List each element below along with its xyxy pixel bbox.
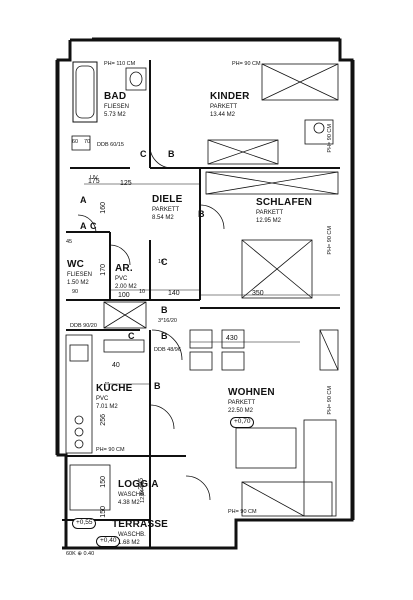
note-ddb-48-96: DDB 48/96	[154, 347, 181, 353]
door-marker-b4: B	[161, 331, 168, 341]
door-marker-a2: A	[80, 221, 87, 231]
bath-fixture	[71, 135, 91, 151]
outer-walls	[56, 38, 354, 550]
door-marker-a1: A	[80, 195, 87, 205]
room-name-bad: BAD	[104, 91, 127, 102]
room-area-bad: 5.73 M2	[104, 112, 126, 118]
dim-140: 140	[168, 290, 180, 297]
door-marker-c2: C	[161, 257, 168, 267]
wohnen-furniture	[189, 329, 339, 517]
dimension-lines	[84, 183, 340, 385]
dim-150a: 150	[100, 476, 107, 488]
note-fenster-60: 60	[72, 139, 79, 145]
note-ph-90-kinder: PH= 90 CM	[232, 61, 261, 67]
dim-350: 350	[252, 290, 264, 297]
room-area-diele: 8.54 M2	[152, 215, 174, 221]
dim-160: 160	[100, 202, 107, 214]
room-name-ar: AR.	[115, 263, 133, 274]
room-floor-kueche: PVC	[96, 396, 109, 402]
wall-hatching	[55, 37, 355, 520]
room-floor-wohnen: PARKETT	[228, 400, 256, 406]
dim-175: 175	[88, 178, 100, 185]
door-marker-b1: B	[168, 149, 175, 159]
room-floor-loggia: WASCHB.	[118, 492, 146, 498]
room-area-wc: 1.50 M2	[67, 280, 89, 286]
room-floor-kinder: PARKETT	[210, 104, 238, 110]
room-name-kueche: KÜCHE	[96, 383, 133, 394]
loggia-box	[69, 464, 111, 511]
door-marker-c4: C	[128, 331, 135, 341]
dim-205: 205	[138, 478, 145, 490]
door-marker-b5: B	[154, 381, 161, 391]
door-marker-b2: B	[198, 209, 205, 219]
note-wc-45: 45	[66, 239, 73, 245]
room-area-loggia: 4.38 M2	[118, 500, 140, 506]
dim-100: 100	[118, 292, 130, 299]
room-name-schlafen: SCHLAFEN	[256, 197, 313, 208]
level-loggia: +0,55	[72, 518, 97, 529]
kitchen-counter	[65, 334, 145, 454]
room-floor-wc: FLIESEN	[67, 272, 93, 278]
door-marker-b3: B	[161, 305, 168, 315]
door-symbols	[103, 301, 147, 329]
door-swings	[77, 144, 225, 501]
room-name-loggia: LOGGIA	[118, 479, 159, 490]
room-area-ar: 2.00 M2	[115, 284, 137, 290]
note-ph-90-right1: PH= 90 CM	[327, 124, 333, 153]
note-3-16-20: 3*16/20	[158, 318, 177, 324]
room-name-kinder: KINDER	[210, 91, 250, 102]
room-area-wohnen: 22.50 M2	[228, 408, 254, 414]
bathtub	[72, 61, 98, 123]
room-area-schlafen: 12.95 M2	[256, 218, 282, 224]
note-ddb-90-20: DDB 90/20	[70, 323, 97, 329]
room-floor-bad: FLIESEN	[104, 104, 130, 110]
room-area-terrasse: 1.68 M2	[118, 540, 140, 546]
room-name-wohnen: WOHNEN	[228, 387, 275, 398]
level-wohnen: +0,70	[230, 417, 255, 428]
note-ph-90-bottom: PH= 90 CM	[228, 509, 257, 515]
room-floor-diele: PARKETT	[152, 207, 180, 213]
dim-125: 125	[120, 180, 132, 187]
room-name-diele: DIELE	[152, 194, 183, 205]
door-marker-c1: C	[140, 149, 147, 159]
note-ph-90-right2: PH= 90 CM	[327, 226, 333, 255]
note-ph-90-kueche: PH= 90 CM	[96, 447, 125, 453]
note-ddb-60-15: DDB 60/15	[97, 142, 124, 148]
bath-sink-bowl	[129, 71, 143, 87]
room-area-kueche: 7.01 M2	[96, 404, 118, 410]
level-terrasse: +0,40	[96, 536, 121, 547]
room-floor-terrasse: WASCHB.	[118, 532, 146, 538]
note-ar-10: 10	[139, 289, 146, 295]
room-floor-ar: PVC	[115, 276, 128, 282]
note-ph-90-right3: PH= 90 CM	[327, 386, 333, 415]
room-area-kinder: 13.44 M2	[210, 112, 236, 118]
dim-256: 256	[100, 414, 107, 426]
note-uv: UV	[90, 175, 98, 181]
kinder-furniture	[207, 63, 339, 165]
note-fenster-70: 70	[84, 139, 91, 145]
bath-sink	[125, 67, 147, 91]
note-ph-110: PH= 110 CM	[104, 61, 136, 67]
note-bottom-partial: 60K ⊕ 0.40	[66, 551, 95, 557]
room-floor-schlafen: PARKETT	[256, 210, 284, 216]
dim-40: 40	[112, 362, 120, 369]
note-ar-16: 16	[158, 259, 165, 265]
door-marker-c3: C	[90, 221, 97, 231]
room-name-terrasse: TERRASSE	[112, 519, 169, 530]
schlafen-furniture	[205, 171, 339, 299]
dim-170: 170	[100, 264, 107, 276]
dim-430: 430	[226, 335, 238, 342]
bathtub-inner	[75, 65, 95, 119]
room-name-wc: WC	[67, 259, 85, 270]
dim-150b: 150	[100, 506, 107, 518]
note-wc-90: 90	[72, 289, 79, 295]
